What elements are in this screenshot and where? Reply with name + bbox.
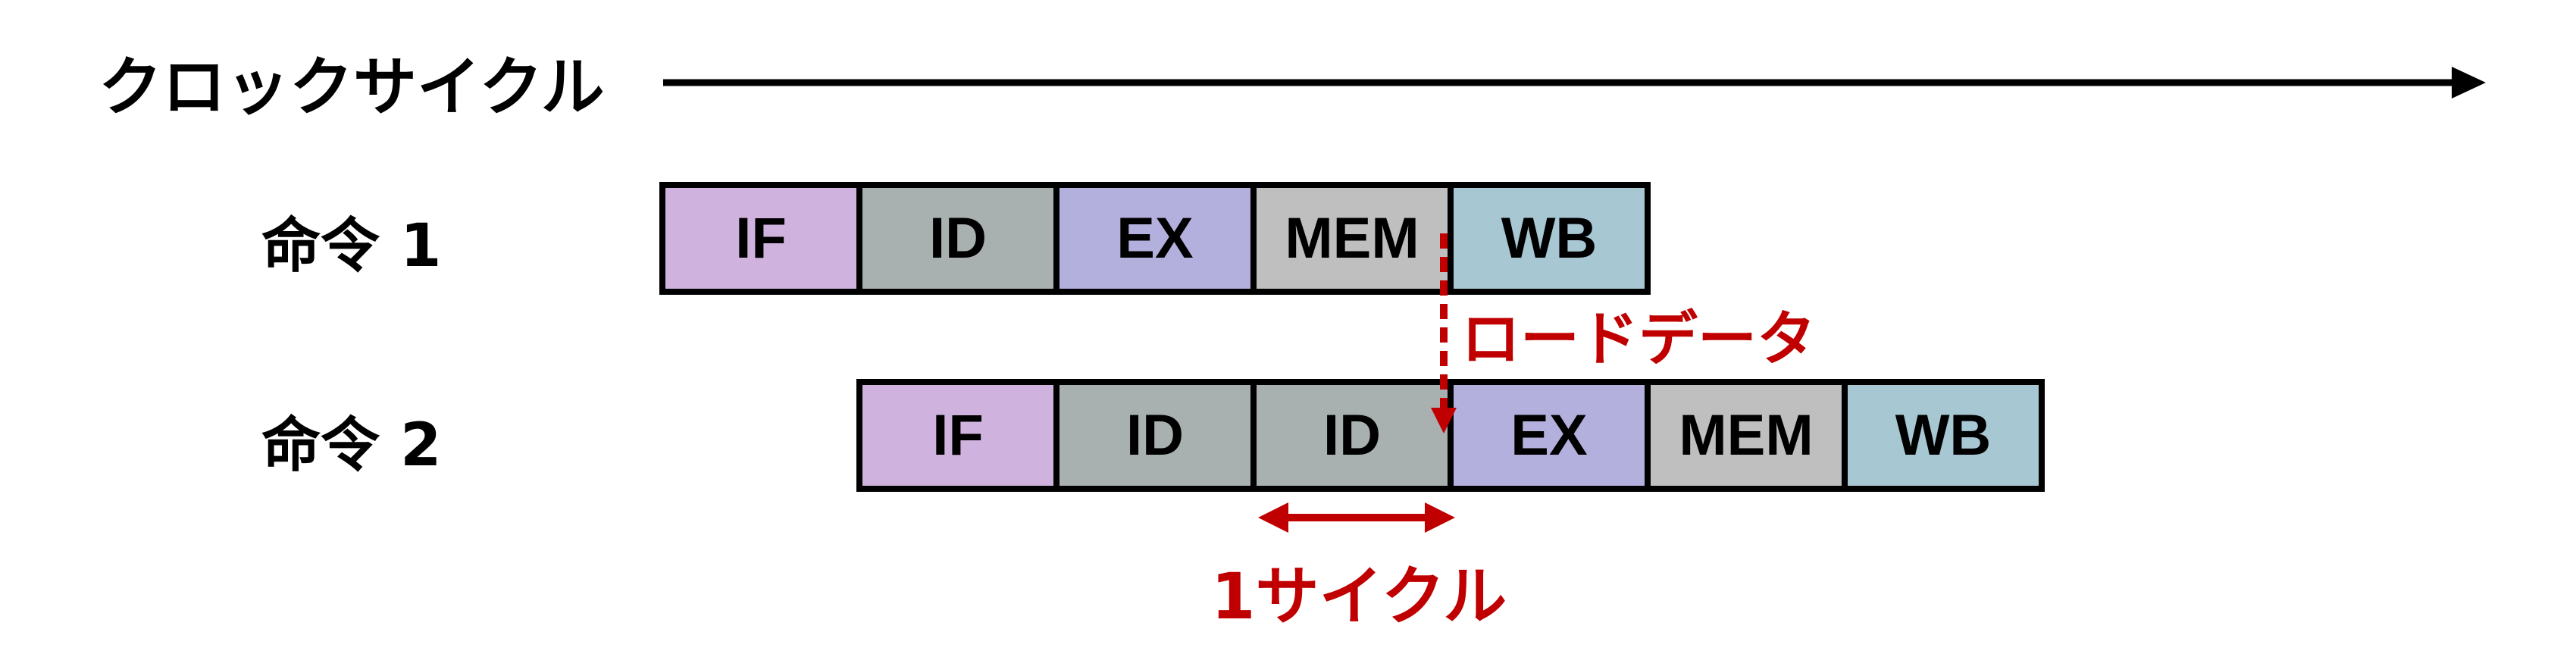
stage-if: IF bbox=[862, 385, 1053, 486]
stage-id: ID bbox=[1060, 385, 1250, 486]
instruction-2-label: 命令 2 bbox=[261, 411, 442, 480]
load-data-forward-arrow bbox=[1431, 233, 1457, 433]
stage-id-stall: ID bbox=[1257, 385, 1448, 486]
stage-wb: WB bbox=[1454, 188, 1645, 289]
stage-mem: MEM bbox=[1257, 188, 1448, 289]
stage-mem: MEM bbox=[1651, 385, 1842, 486]
stage-id: ID bbox=[862, 188, 1053, 289]
one-cycle-label: 1サイクル bbox=[1211, 559, 1507, 634]
one-cycle-double-arrow bbox=[1258, 502, 1455, 533]
clock-cycle-label: クロックサイクル bbox=[99, 50, 605, 124]
instruction-2-pipeline: IF ID ID EX MEM WB bbox=[856, 379, 2045, 492]
stage-ex: EX bbox=[1060, 188, 1250, 289]
clock-cycle-arrow bbox=[663, 67, 2486, 99]
stage-if: IF bbox=[665, 188, 856, 289]
instruction-1-pipeline: IF ID EX MEM WB bbox=[659, 182, 1651, 295]
stage-ex: EX bbox=[1454, 385, 1645, 486]
stage-wb: WB bbox=[1848, 385, 2039, 486]
instruction-1-label: 命令 1 bbox=[261, 212, 442, 280]
load-data-label: ロードデータ bbox=[1461, 305, 1817, 374]
